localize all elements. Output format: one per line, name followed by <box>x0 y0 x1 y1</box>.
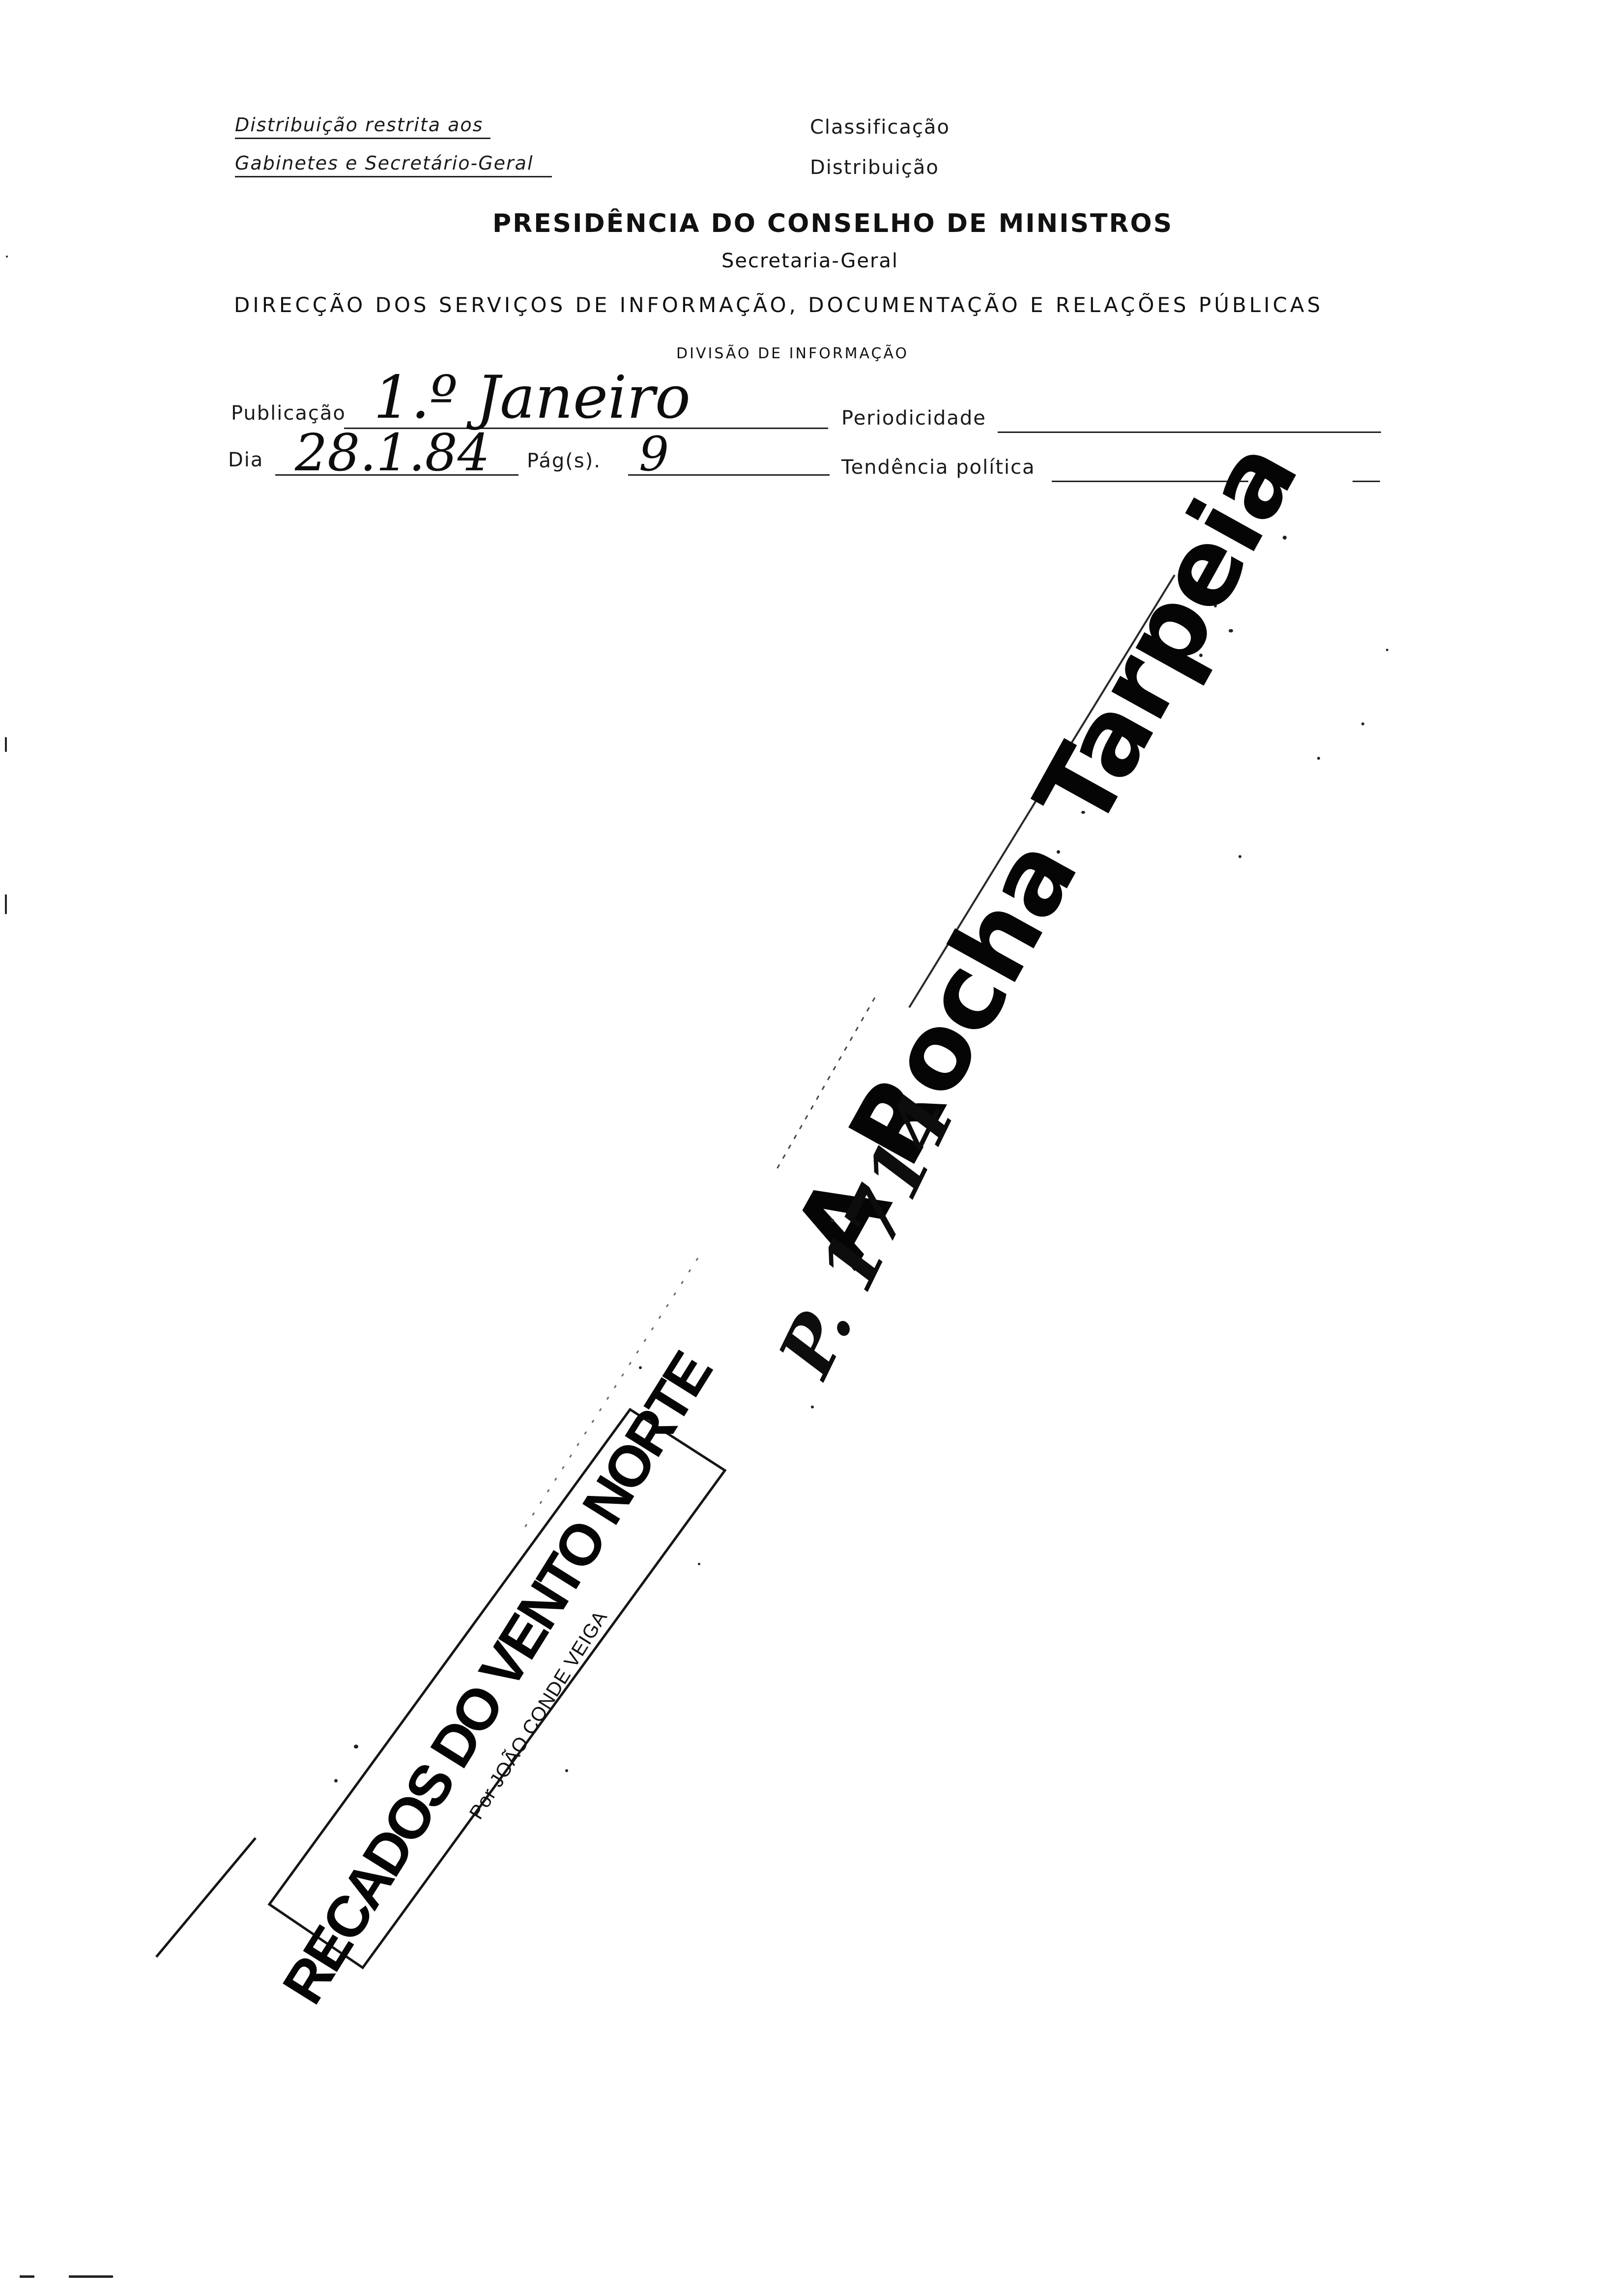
department-name: DIRECÇÃO DOS SERVIÇOS DE INFORMAÇÃO, DOC… <box>234 293 1324 317</box>
periodicity-label: Periodicidade <box>841 407 986 430</box>
institution-title: PRESIDÊNCIA DO CONSELHO DE MINISTROS <box>492 209 1174 238</box>
division-name: DIVISÃO DE INFORMAÇÃO <box>676 345 909 362</box>
day-handwritten-value: 28.1.84 <box>295 423 490 483</box>
speck <box>831 1219 834 1222</box>
speck <box>639 1366 642 1369</box>
speck <box>1317 757 1320 760</box>
speck <box>1386 649 1388 651</box>
pages-line <box>628 474 830 476</box>
speck <box>354 1745 358 1749</box>
distribution-restriction-line1: Distribuição restrita aos <box>235 114 490 139</box>
speck <box>698 1563 700 1565</box>
speck <box>565 1769 568 1772</box>
speck <box>334 1779 338 1782</box>
speck <box>1283 536 1287 540</box>
speck <box>1057 850 1060 854</box>
publication-label: Publicação <box>231 402 346 425</box>
speck <box>1361 722 1364 725</box>
political-tendency-line <box>1052 481 1248 482</box>
column-rule-upper <box>908 574 1176 1008</box>
periodicity-line <box>998 431 1381 433</box>
speck <box>1081 811 1085 814</box>
speck <box>1238 855 1241 858</box>
classification-label: Classificação <box>810 116 950 139</box>
speck <box>811 1406 814 1408</box>
speck <box>1229 629 1233 632</box>
speck <box>1199 654 1203 657</box>
speck <box>5 737 7 752</box>
publication-line <box>344 428 828 429</box>
day-line <box>275 474 518 476</box>
column-rule-bottom <box>155 1837 257 1958</box>
pages-label: Pág(s). <box>527 450 601 472</box>
secretariat-subtitle: Secretaria-Geral <box>721 250 899 272</box>
speck <box>6 256 8 258</box>
column-title-box <box>267 1407 727 1970</box>
political-tendency-line-end <box>1353 481 1380 482</box>
distribution-restriction-line2: Gabinetes e Secretário-Geral <box>235 152 552 177</box>
speck <box>5 894 7 914</box>
speck <box>20 2275 34 2278</box>
publication-handwritten-value: 1.º Janeiro <box>374 364 691 432</box>
distribution-label: Distribuição <box>810 156 939 179</box>
speck <box>1214 604 1217 607</box>
speck <box>69 2275 113 2278</box>
pages-handwritten-value: 9 <box>639 427 669 482</box>
day-label: Dia <box>228 449 264 471</box>
political-tendency-label: Tendência política <box>841 456 1036 479</box>
